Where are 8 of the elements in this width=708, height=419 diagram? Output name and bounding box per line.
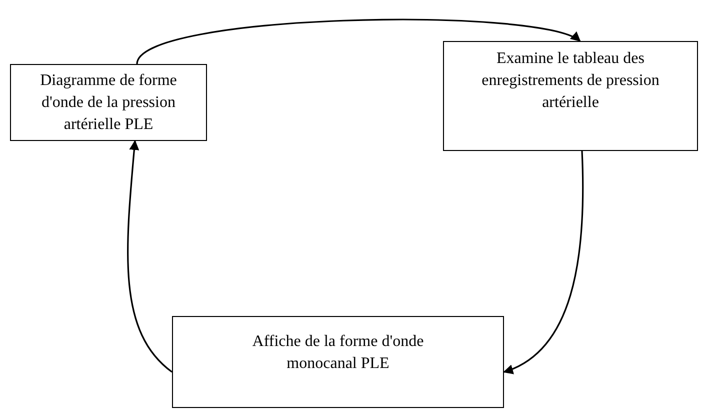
box-text: Examine le tableau des enregistrements de pression artérielle [480, 49, 660, 113]
process-box [10, 64, 207, 141]
box-text: Affiche de la forme d'onde monocanal PLE [251, 332, 425, 374]
arrow [127, 140, 173, 373]
process-box [172, 316, 504, 408]
process-box [443, 41, 698, 151]
arrow [503, 150, 584, 374]
box-text: Diagramme de forme d'onde de la pression artérielle PLE [39, 70, 178, 134]
